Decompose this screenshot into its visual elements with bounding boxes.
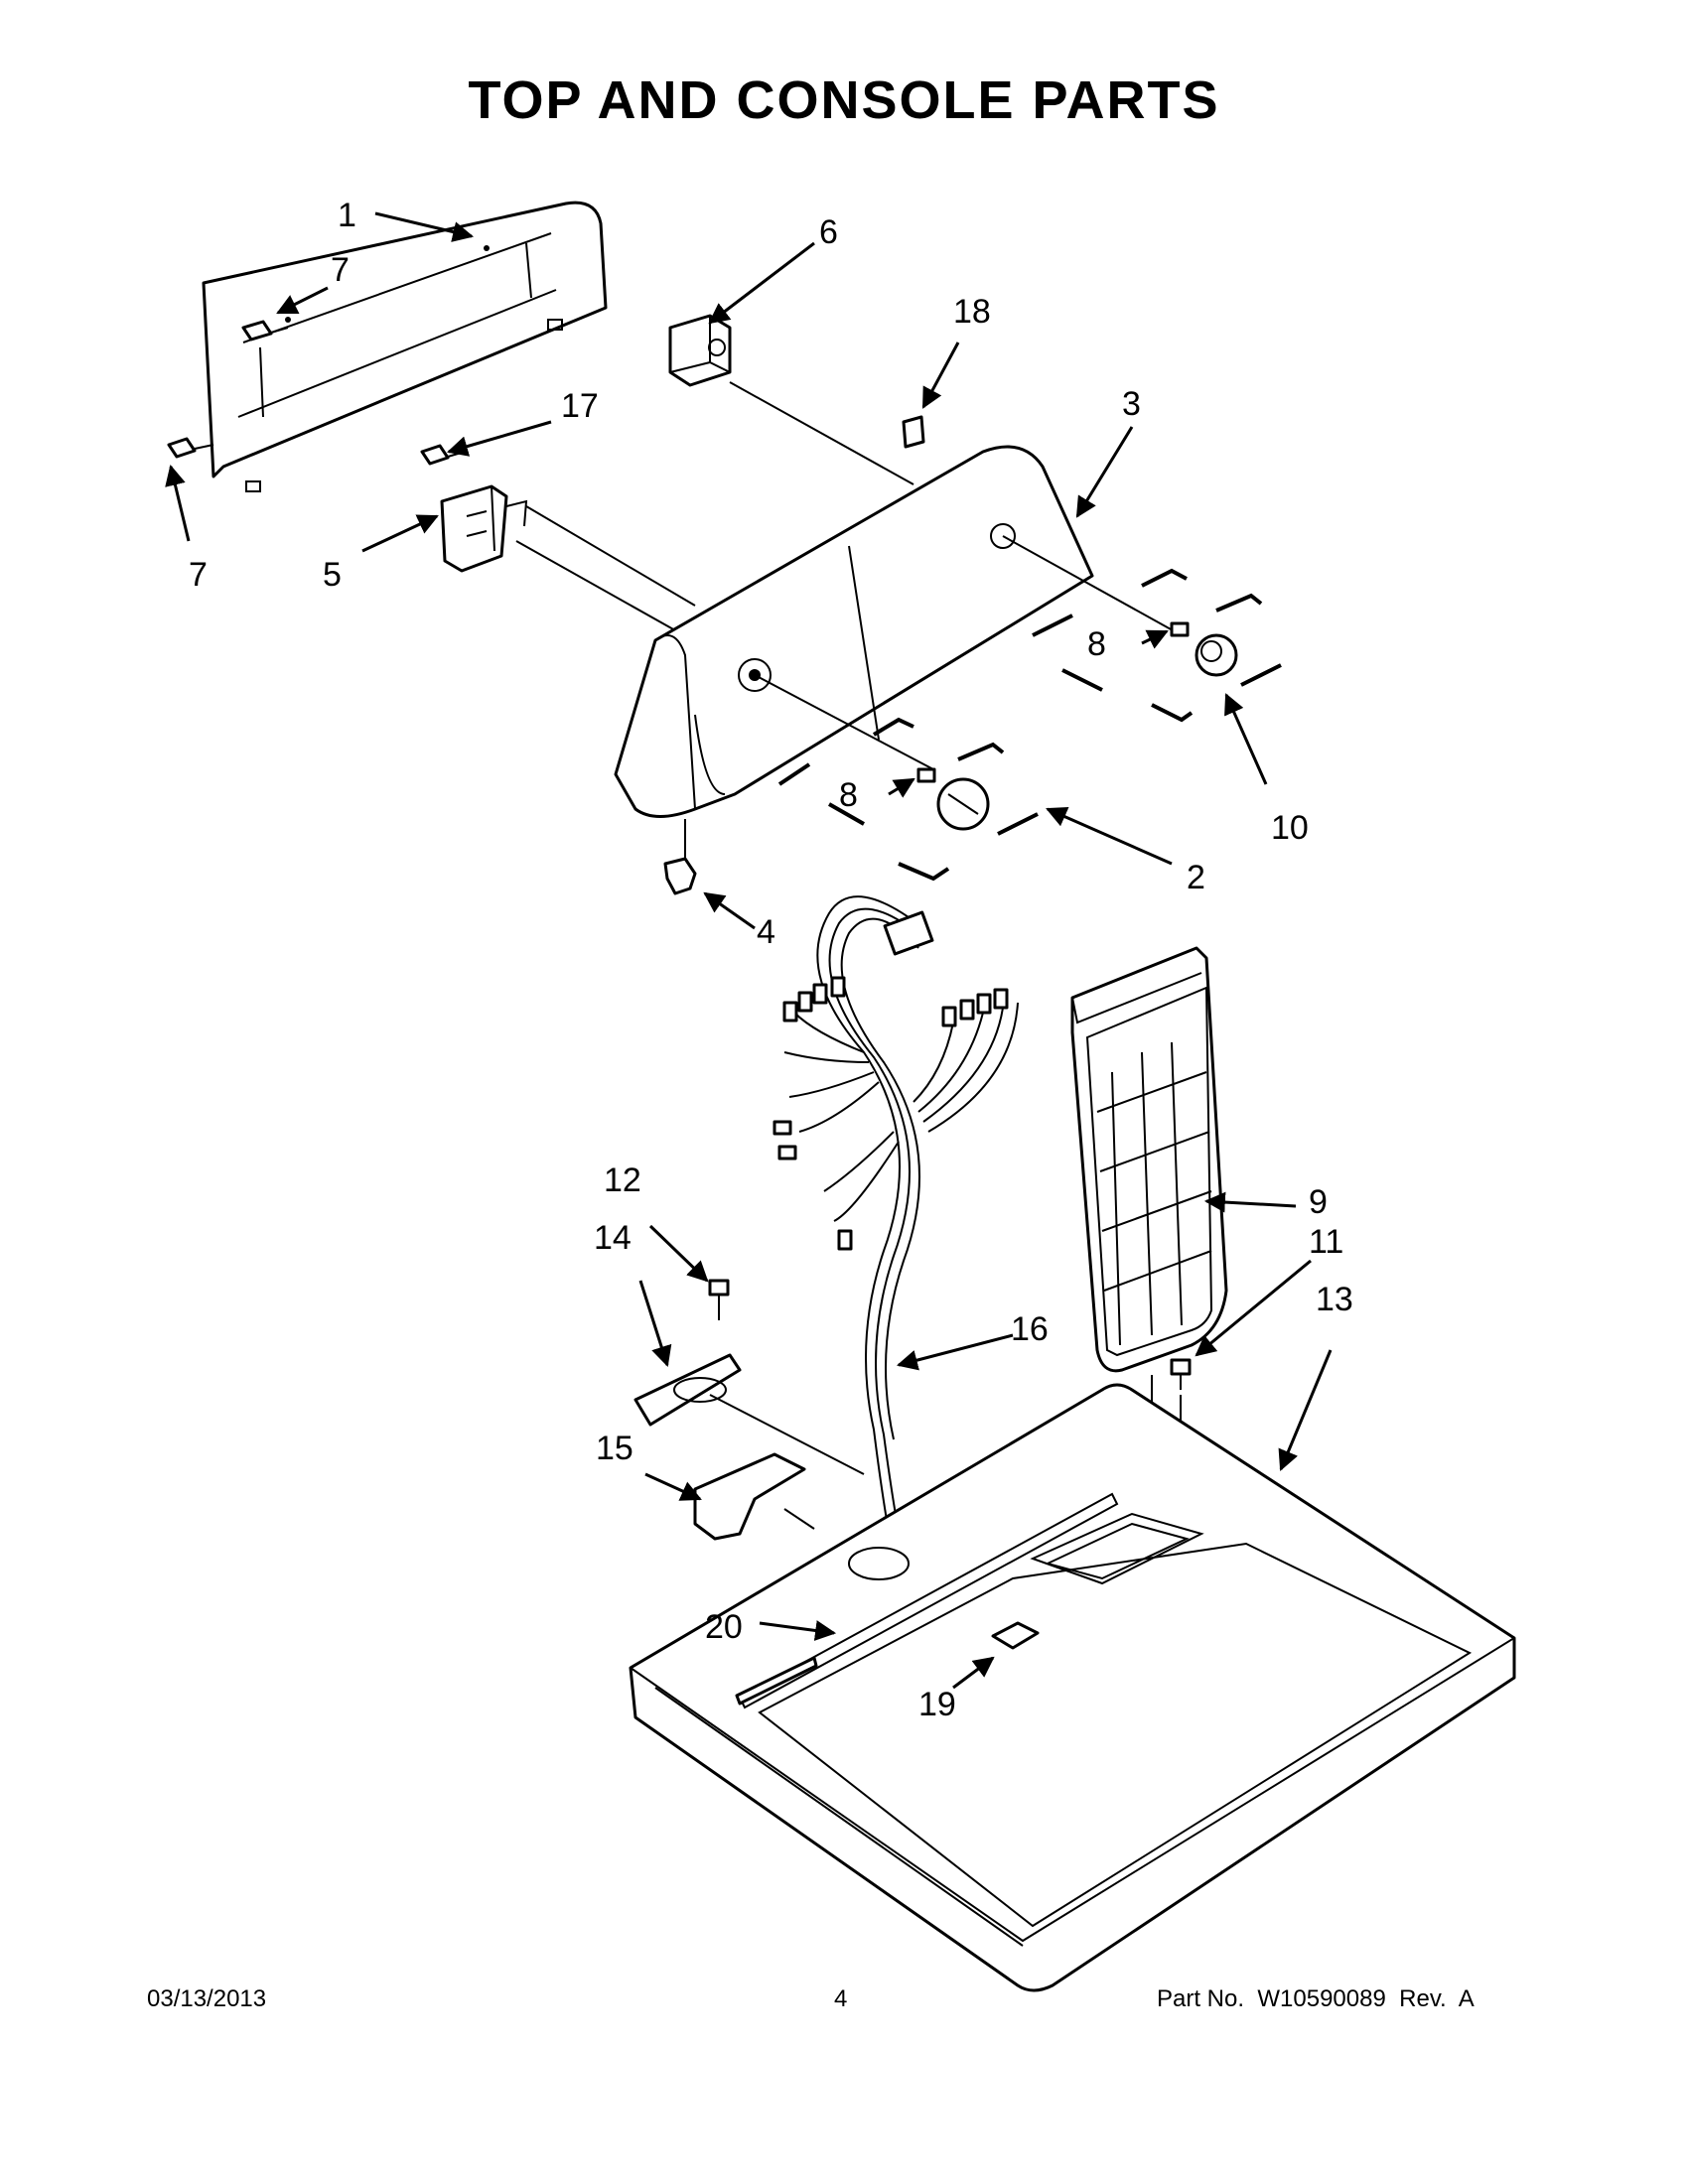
callout-17: 17	[561, 387, 599, 425]
leader-lines	[165, 211, 1333, 1690]
dashed-group-bracket-left	[777, 717, 1039, 882]
callout-16: 16	[1011, 1310, 1049, 1348]
callout-14: 14	[594, 1219, 632, 1257]
part-20-strip	[735, 1656, 818, 1706]
part-1-console-rear-panel	[202, 201, 608, 492]
callout-9: 9	[1309, 1183, 1328, 1221]
part-13-top-assembly	[629, 1383, 1516, 1992]
callout-11: 11	[1309, 1223, 1343, 1261]
callout-10: 10	[1271, 809, 1309, 847]
dashed-group-bracket-right	[1032, 568, 1282, 723]
callout-7-upper: 7	[331, 251, 350, 289]
footer-page-number: 4	[834, 1985, 848, 2012]
part-5-switch	[440, 484, 696, 631]
part-8-insert-right	[1170, 621, 1190, 637]
callout-4: 4	[757, 913, 775, 951]
callout-5: 5	[323, 556, 342, 594]
callout-6: 6	[819, 213, 838, 251]
callout-20: 20	[705, 1608, 743, 1646]
page-title: TOP AND CONSOLE PARTS	[468, 70, 1220, 130]
part-3-console	[614, 445, 1183, 818]
callout-2: 2	[1187, 859, 1205, 896]
callout-8-left: 8	[839, 776, 858, 814]
part-7-screw-lower	[167, 437, 214, 459]
part-10-knob	[1195, 633, 1238, 677]
part-9-lint-screen	[1070, 946, 1228, 1519]
part-16-wire-harness	[773, 895, 1019, 1560]
callout-3: 3	[1122, 385, 1141, 423]
part-14-bracket-plate	[633, 1353, 865, 1475]
part-4-bracket	[663, 819, 697, 895]
callout-15: 15	[596, 1430, 633, 1467]
part-8-insert-left	[916, 767, 936, 783]
part-12-screw	[708, 1279, 730, 1320]
part-19-pad	[991, 1621, 1040, 1650]
part-18-clip	[902, 415, 925, 449]
footer-date: 03/13/2013	[147, 1985, 267, 2012]
callout-8-right: 8	[1087, 625, 1106, 663]
part-15-plate	[693, 1452, 815, 1541]
part-2-knob	[936, 777, 990, 831]
callout-13: 13	[1316, 1281, 1353, 1318]
callout-19: 19	[918, 1686, 956, 1723]
footer-part-number: Part No. W10590089 Rev. A	[1157, 1985, 1475, 2012]
callout-7-lower: 7	[189, 556, 208, 594]
part-7-screw-upper	[241, 320, 289, 341]
callout-12: 12	[604, 1161, 641, 1199]
callout-1: 1	[338, 197, 356, 234]
part-6-connector-block	[668, 314, 914, 485]
callout-18: 18	[953, 293, 991, 331]
